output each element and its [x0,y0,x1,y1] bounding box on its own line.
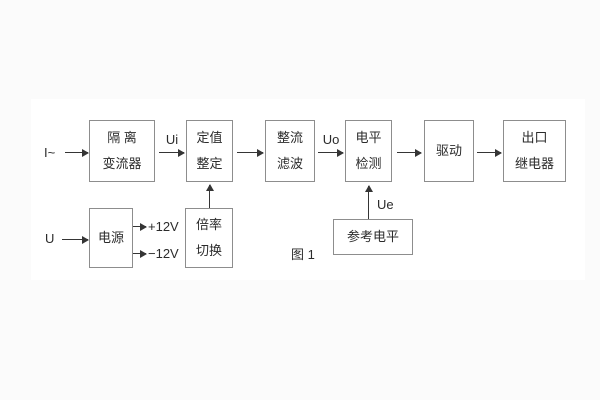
arrow-power-minus12v [133,250,147,258]
block-ratio-line1: 倍率 [195,217,222,232]
block-relay-line2: 继电器 [514,156,554,171]
block-isolation-line2: 变流器 [102,156,142,171]
figure-caption: 图 1 [291,247,315,262]
arrow-input-voltage [62,236,89,244]
block-isolation-transformer: 隔 离 变流器 [89,120,155,182]
arrow-ratio-to-setting [206,184,214,208]
label-minus12v: −12V [148,246,179,261]
block-ratio-line2: 切换 [195,243,222,258]
block-level-detect: 电平 检测 [345,120,392,182]
block-drive: 驱动 [424,120,474,182]
label-plus12v: +12V [148,219,179,234]
label-ue: Ue [377,197,394,212]
label-uo: Uo [322,132,340,147]
label-input-current: I~ [44,145,56,160]
block-output-relay: 出口 继电器 [503,120,566,182]
arrow-setting-to-rectifier [237,149,264,157]
arrow-reference-to-level [365,185,373,219]
block-power-supply: 电源 [89,208,133,268]
block-reference-level: 参考电平 [333,219,413,255]
block-ratio-switch: 倍率 切换 [185,208,233,268]
block-level-line1: 电平 [355,130,382,145]
arrow-level-to-drive [397,149,422,157]
block-rectifier-line1: 整流 [276,130,303,145]
arrow-rectifier-to-level [318,149,344,157]
arrow-isolation-to-setting [159,149,185,157]
block-setting-adjust: 定值 整定 [186,120,233,182]
label-input-voltage: U [45,231,55,246]
block-setting-line1: 定值 [196,130,223,145]
block-relay-line1: 出口 [521,130,548,145]
arrow-drive-to-relay [477,149,502,157]
arrow-input-current [65,149,89,157]
block-isolation-line1: 隔 离 [107,130,137,145]
block-rectifier-filter: 整流 滤波 [265,120,315,182]
label-ui: Ui [165,132,179,147]
block-rectifier-line2: 滤波 [276,156,303,171]
block-drive-label: 驱动 [435,143,462,158]
block-reference-label: 参考电平 [346,229,399,244]
block-power-label: 电源 [97,230,124,245]
block-level-line2: 检测 [355,156,382,171]
block-setting-line2: 整定 [196,156,223,171]
arrow-power-plus12v [133,223,147,231]
